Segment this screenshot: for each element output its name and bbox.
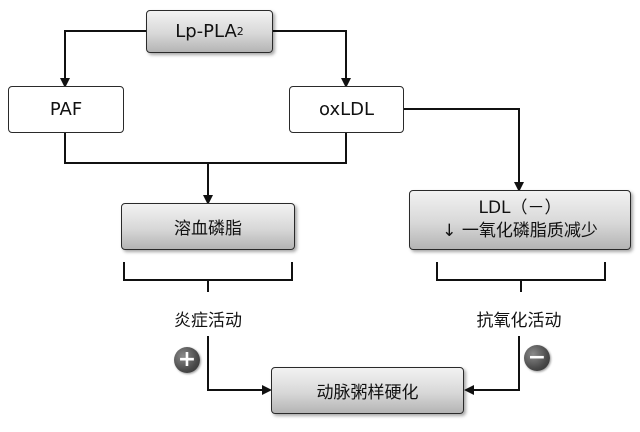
label-inflammation: 炎症活动: [174, 311, 242, 331]
label-antioxidant: 抗氧化活动: [476, 311, 562, 331]
bracket-right: [436, 262, 606, 292]
node-ldl-minus-line2: ↓ 一氧化磷脂质减少: [442, 221, 598, 241]
plus-sign-icon: +: [174, 347, 200, 373]
node-oxldl: oxLDL: [289, 86, 404, 133]
node-ldl-minus-line1: LDL（－）: [478, 198, 562, 219]
node-oxldl-label: oxLDL: [318, 99, 375, 120]
arrow-lppla2-to-paf: [60, 30, 146, 88]
line-paf-down: [64, 133, 347, 164]
node-paf: PAF: [8, 86, 124, 133]
node-lysophospholipid-label: 溶血磷脂: [174, 219, 242, 239]
node-lp-pla2-subscript: 2: [236, 25, 244, 38]
arrow-oxldl-to-ldl: [404, 108, 524, 192]
node-atherosclerosis: 动脉粥样硬化: [271, 367, 464, 414]
node-lp-pla2-label: Lp-PLA: [175, 21, 237, 42]
arrow-inflammation-to-atherosclerosis: [207, 336, 272, 395]
arrow-antioxidant-to-atherosclerosis: [464, 336, 520, 395]
node-paf-label: PAF: [49, 99, 83, 120]
node-atherosclerosis-label: 动脉粥样硬化: [316, 383, 419, 403]
node-ldl-minus: LDL（－） ↓ 一氧化磷脂质减少: [409, 190, 631, 250]
arrow-lppla2-to-oxldl: [273, 30, 351, 88]
bracket-left: [123, 262, 293, 292]
minus-sign-icon: −: [524, 345, 550, 371]
node-lysophospholipid: 溶血磷脂: [121, 203, 295, 250]
